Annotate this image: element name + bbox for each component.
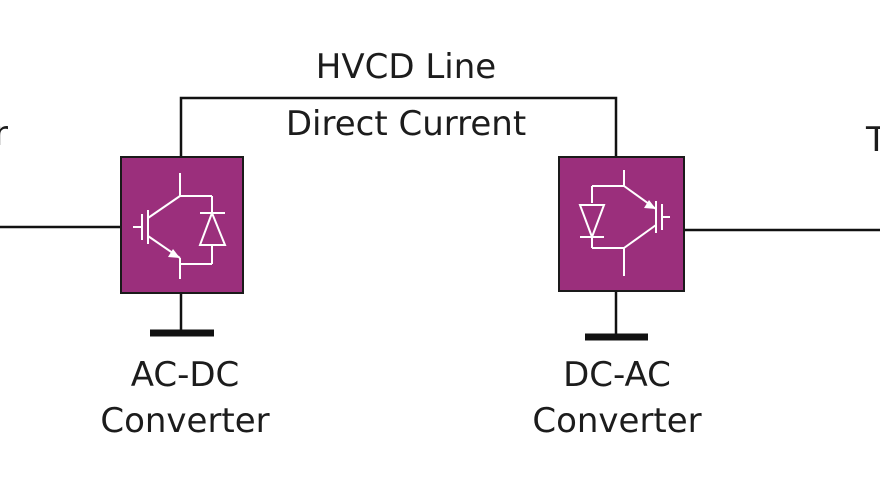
- dc-ac-converter: [558, 156, 685, 292]
- diode-with-igbt-icon: [578, 170, 670, 276]
- hvdc-line-wire: [179, 96, 618, 157]
- dc-ac-converter-title: DC-AC: [563, 355, 671, 395]
- ac-dc-converter-title: AC-DC: [130, 355, 240, 395]
- ac-dc-converter: [120, 156, 244, 294]
- right-edge-label: T: [866, 120, 880, 160]
- hvdc-line-label: HVCD Line: [315, 47, 497, 87]
- igbt-with-diode-icon: [133, 173, 227, 279]
- left-edge-label: r: [0, 114, 8, 154]
- dc-ac-converter-subtitle: Converter: [532, 401, 702, 441]
- ac-dc-converter-subtitle: Converter: [100, 401, 270, 441]
- direct-current-label: Direct Current: [285, 104, 527, 144]
